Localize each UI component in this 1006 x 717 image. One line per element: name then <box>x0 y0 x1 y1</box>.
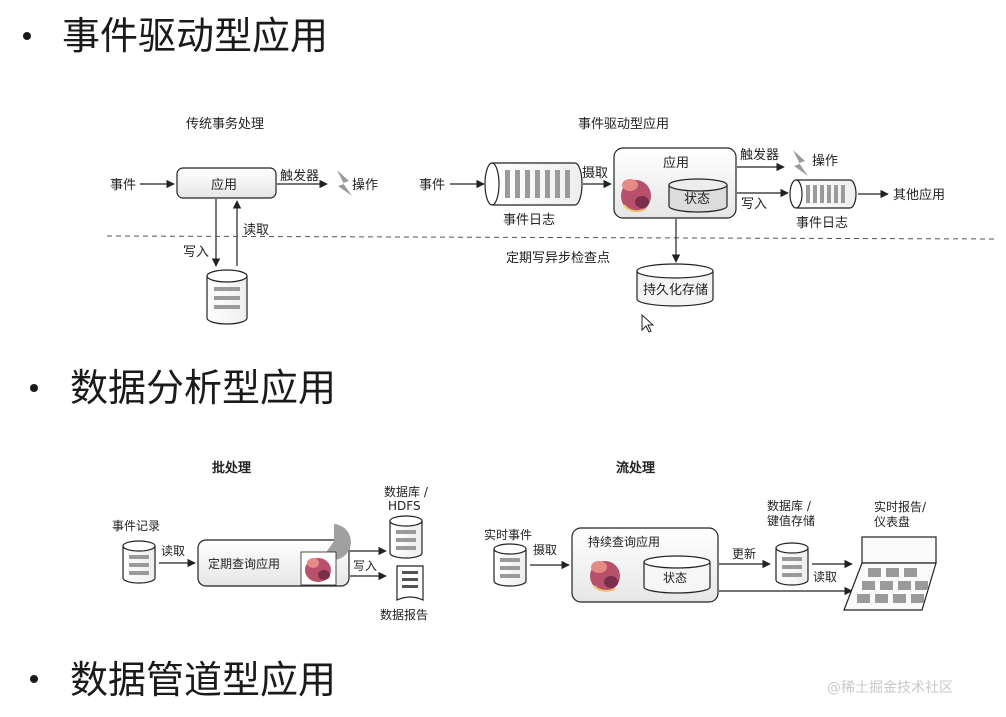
eda-action-label: 操作 <box>812 153 838 169</box>
traditional-read-label: 读取 <box>243 223 269 238</box>
squirrel-logo-icon-3 <box>590 561 620 592</box>
watermark: @稀土掘金技术社区 <box>827 680 953 696</box>
batch-source-db-icon <box>122 540 156 584</box>
storage-cylinder <box>636 263 714 307</box>
eda-other-apps-label: 其他应用 <box>893 187 945 203</box>
batch-report-label: 数据报告 <box>380 607 428 622</box>
section-title-pipeline: 数据管道型应用 <box>70 658 336 702</box>
eda-state-cylinder <box>668 178 728 213</box>
squirrel-logo-icon <box>621 179 651 213</box>
dashed-divider <box>106 235 996 240</box>
eda-checkpoint-label: 定期写异步检查点 <box>506 251 610 266</box>
traditional-event-label: 事件 <box>110 178 136 193</box>
traditional-action-label: 操作 <box>352 177 378 193</box>
stream-kv-db-icon <box>775 542 809 586</box>
stream-title: 流处理 <box>616 460 655 476</box>
lightning-icon-2 <box>793 150 808 176</box>
bullet-1 <box>23 32 31 40</box>
traditional-app-label: 应用 <box>211 177 237 193</box>
stream-kv-line2: 键值存储 <box>767 513 815 528</box>
eda-trigger-label: 触发器 <box>740 147 779 163</box>
batch-query-app-label: 定期查询应用 <box>208 556 280 571</box>
batch-title: 批处理 <box>212 460 251 476</box>
eda-storage-label: 持久化存储 <box>643 283 708 298</box>
stream-kv-line1: 数据库 / <box>767 498 812 513</box>
batch-db-hdfs-line1: 数据库 / <box>384 484 429 499</box>
traditional-trigger-label: 触发器 <box>280 168 319 184</box>
stream-state-cylinder <box>643 555 711 594</box>
stream-rt-report-line1: 实时报告/ <box>874 499 927 514</box>
dashboard-laptop-icon <box>843 536 937 611</box>
traditional-app-box <box>176 167 277 199</box>
eda-event-log-in-label: 事件日志 <box>503 213 555 228</box>
squirrel-logo-icon-2 <box>300 551 337 586</box>
event-log-queue-icon <box>484 162 583 206</box>
batch-event-record-label: 事件记录 <box>112 519 160 533</box>
traditional-title: 传统事务处理 <box>186 116 264 132</box>
stream-ingest-label: 摄取 <box>533 542 557 557</box>
eda-app-label: 应用 <box>663 155 689 171</box>
batch-target-db-icon <box>389 515 423 559</box>
document-report-icon <box>396 565 424 601</box>
eda-event-log-out-label: 事件日志 <box>796 216 848 231</box>
traditional-write-label: 写入 <box>183 245 209 260</box>
eda-write-label: 写入 <box>741 197 767 212</box>
stream-source-db-icon <box>493 543 527 587</box>
stream-update-label: 更新 <box>732 546 756 561</box>
eda-state-label: 状态 <box>684 192 710 207</box>
stream-read-label: 读取 <box>813 570 837 584</box>
batch-write-label: 写入 <box>353 559 377 573</box>
stream-realtime-event-label: 实时事件 <box>484 527 532 542</box>
eda-title: 事件驱动型应用 <box>578 116 669 132</box>
batch-read-label: 读取 <box>161 544 185 558</box>
mouse-cursor-icon <box>641 313 655 333</box>
lightning-icon <box>337 170 352 196</box>
pie-clock-icon <box>323 524 351 560</box>
section-title-analytics: 数据分析型应用 <box>70 366 336 410</box>
section-title-event-driven: 事件驱动型应用 <box>62 14 328 58</box>
eda-event-label: 事件 <box>419 178 445 193</box>
batch-db-hdfs-line2: HDFS <box>388 499 421 513</box>
event-log-queue-icon-out <box>789 179 857 209</box>
stream-state-label: 状态 <box>663 571 687 585</box>
database-icon <box>206 269 248 325</box>
stream-cont-query-label: 持续查询应用 <box>588 534 660 549</box>
stream-rt-report-line2: 仪表盘 <box>874 514 910 529</box>
bullet-3 <box>30 675 38 683</box>
eda-ingest-label: 摄取 <box>582 166 608 181</box>
bullet-2 <box>30 384 38 392</box>
